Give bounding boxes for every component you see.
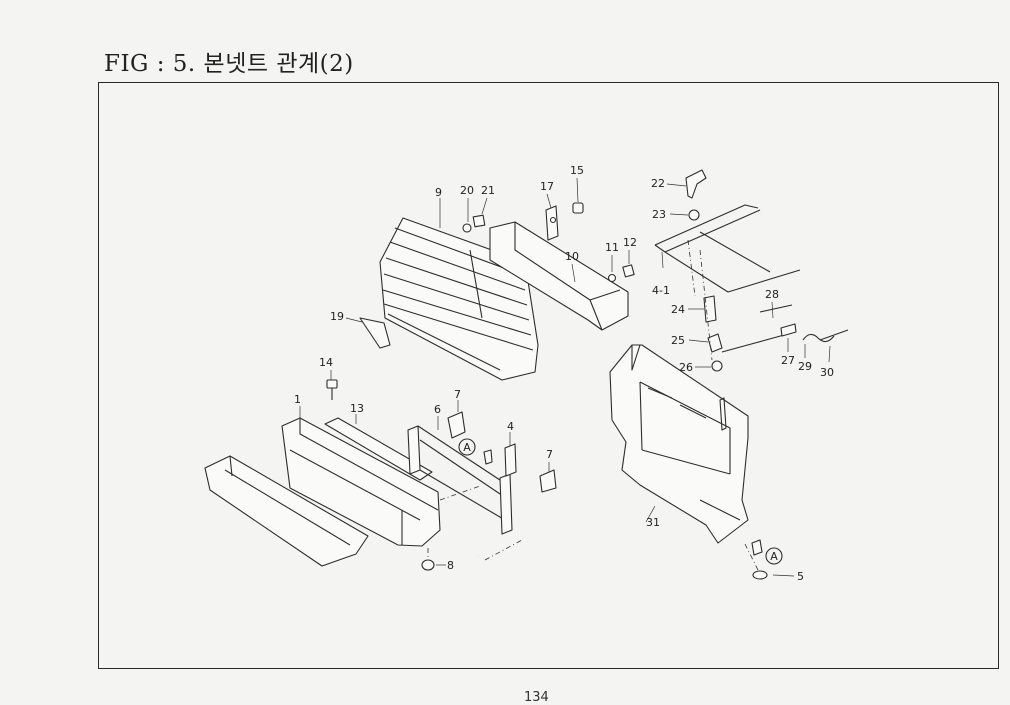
label-10: 10 [565,250,579,263]
emblem-part [359,317,391,349]
label-17: 17 [540,180,554,193]
callout-a-right: A [765,547,783,565]
svg-text:A: A [463,441,471,454]
hood-latch-assembly [654,169,849,372]
svg-text:A: A [770,550,778,563]
label-26: 26 [679,361,693,374]
bracket-part-17 [545,205,559,241]
callout-a-left: A [458,438,476,456]
label-7a: 7 [454,388,461,401]
clip-part-21 [472,214,486,228]
label-27: 27 [781,354,795,367]
label-4: 4 [507,420,514,433]
label-21: 21 [481,184,495,197]
leader-lines [299,177,831,577]
label-9: 9 [435,186,442,199]
page-title: FIG : 5. 본넷트 관계(2) [104,51,354,77]
reinforcement-part [324,417,433,481]
label-31: 31 [646,516,660,529]
nut-part-20 [462,223,472,233]
label-14: 14 [319,356,333,369]
label-6: 6 [434,403,441,416]
label-23: 23 [652,208,666,221]
label-13: 13 [350,402,364,415]
label-24: 24 [671,303,685,316]
label-22: 22 [651,177,665,190]
label-25: 25 [671,334,685,347]
label-4-1: 4-1 [652,284,670,297]
label-7b: 7 [546,448,553,461]
part-number-labels: 9 20 21 17 15 10 11 12 19 14 1 13 6 7 4 … [294,164,834,583]
front-bumper-part [281,417,441,547]
label-28: 28 [765,288,779,301]
label-15: 15 [570,164,584,177]
label-1: 1 [294,393,301,406]
label-5: 5 [797,570,804,583]
stay-part-4 [504,443,517,477]
label-8: 8 [447,559,454,572]
bolt-part-5 [744,543,768,580]
upper-support-part [489,221,629,331]
fastener-a-left [483,449,493,465]
label-30: 30 [820,366,834,379]
nut-part-11 [607,273,617,283]
bumper-strip-part [204,455,369,567]
label-11: 11 [605,241,619,254]
bolt-part-14 [326,379,338,400]
stay-part-6 [407,425,513,535]
label-19: 19 [330,310,344,323]
figure-frame [98,82,999,669]
label-20: 20 [460,184,474,197]
radiator-support-part [609,344,749,544]
page-number: 134 [524,690,549,705]
label-12: 12 [623,236,637,249]
clip-part-15 [572,202,584,214]
fastener-a-right [751,539,763,556]
clip-part-12 [622,264,635,278]
bracket-part-7b [539,469,557,493]
label-29: 29 [798,360,812,373]
clip-part-8 [421,559,435,571]
bracket-part-7a [447,411,466,439]
